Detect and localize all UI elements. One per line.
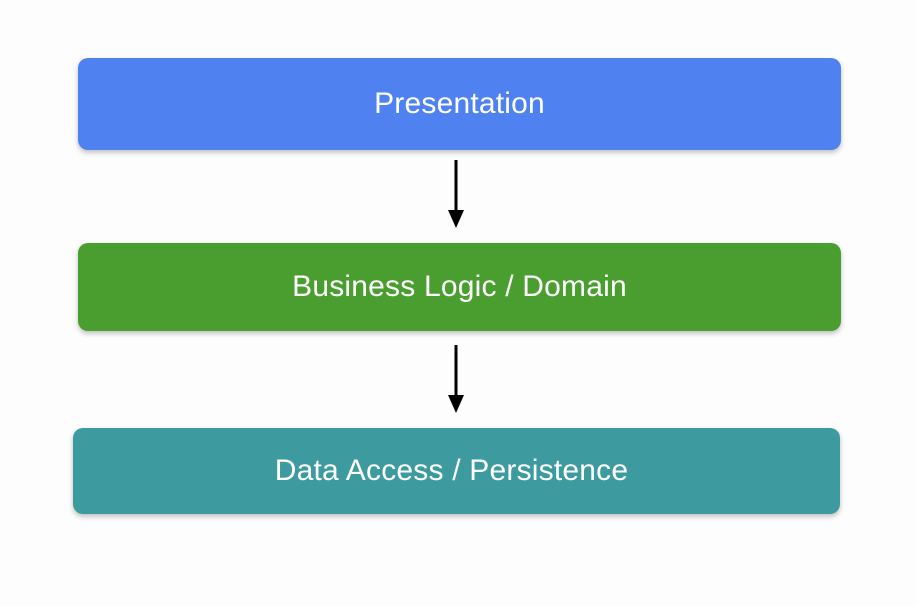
layer-label-data-access: Data Access / Persistence [274,454,629,487]
layer-label-business-logic: Business Logic / Domain [292,270,627,303]
layer-label-presentation: Presentation [374,87,545,120]
layer-box-data-access[interactable]: Data Access / Persistence [73,428,840,514]
arrow-business-logic-to-data-access [434,345,478,413]
layer-box-presentation[interactable]: Presentation [78,58,841,150]
down-arrow-icon [448,345,464,413]
layer-box-business-logic[interactable]: Business Logic / Domain [78,243,841,331]
down-arrow-icon [448,160,464,228]
arrow-presentation-to-business-logic [434,160,478,228]
